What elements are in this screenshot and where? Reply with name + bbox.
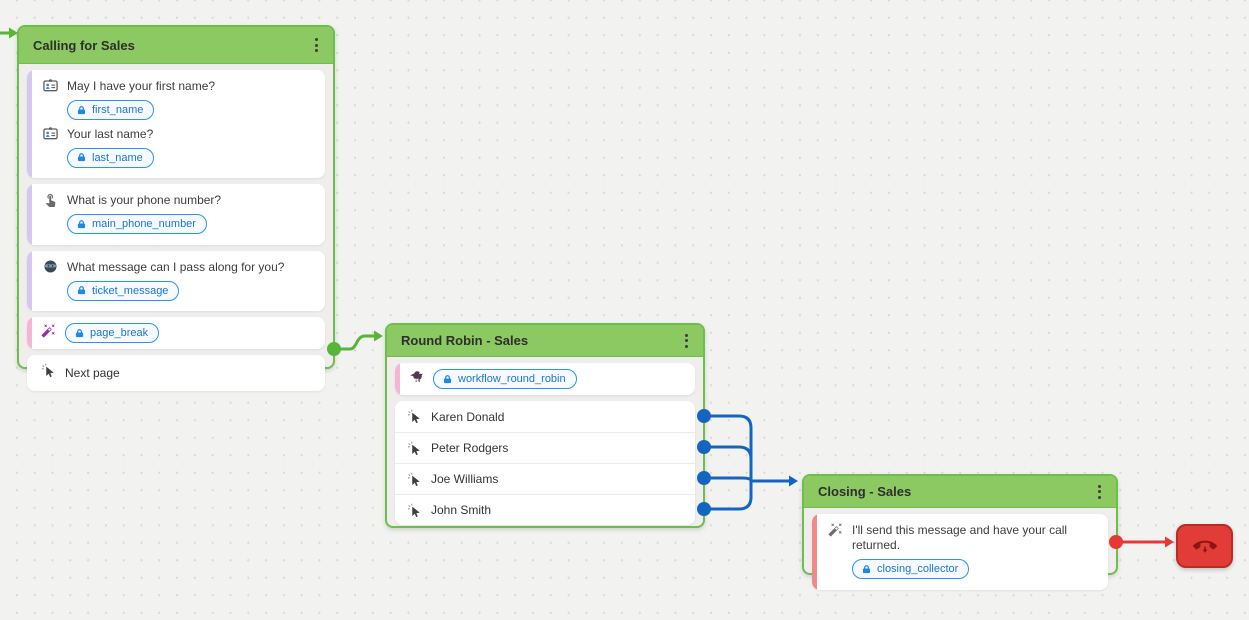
card-accent-bar	[395, 363, 400, 395]
kebab-menu-icon[interactable]	[682, 330, 691, 352]
agent-row-peter-rodgers[interactable]: Peter Rodgers	[395, 432, 695, 463]
card-round-robin-collector[interactable]: workflow_round_robin	[395, 363, 695, 395]
collector-lock-icon	[77, 286, 86, 295]
agent-name: John Smith	[431, 503, 492, 517]
node-roundrobin-header[interactable]: Round Robin - Sales	[387, 325, 703, 357]
click-cursor-icon	[407, 503, 422, 518]
node-calling-for-sales: Calling for Sales May I have your first …	[17, 25, 335, 391]
card-accent-bar	[27, 70, 32, 178]
next-page-row[interactable]: Next page	[27, 355, 325, 391]
arrowhead	[1165, 536, 1174, 548]
collector-chip-label: page_break	[90, 327, 149, 339]
collector-chip-last-name[interactable]: last_name	[67, 147, 154, 168]
output-handle-karen-donald[interactable]	[697, 409, 711, 423]
question-row: What is your phone number?	[43, 193, 315, 208]
question-text: May I have your first name?	[67, 79, 216, 93]
agent-icon	[43, 259, 58, 274]
question-text: What message can I pass along for you?	[67, 259, 285, 274]
node-title: Calling for Sales	[33, 37, 135, 53]
click-cursor-icon	[407, 409, 422, 424]
collector-lock-icon	[862, 564, 871, 573]
arrowhead	[9, 27, 18, 39]
collector-chip-label: closing_collector	[877, 563, 959, 575]
card-accent-bar	[27, 317, 32, 349]
node-closing-body: I'll send this message and have your cal…	[804, 508, 1116, 596]
output-handle-next-page[interactable]	[327, 342, 341, 356]
collector-chip-first-name[interactable]: first_name	[67, 100, 155, 120]
kebab-menu-icon[interactable]	[312, 34, 321, 56]
agent-row-joe-williams[interactable]: Joe Williams	[395, 463, 695, 494]
card-phone-question[interactable]: What is your phone number? main_phone_nu…	[27, 184, 325, 245]
agent-row-john-smith[interactable]: John Smith	[395, 494, 695, 525]
question-row: Your last name?	[43, 127, 315, 142]
collector-lock-icon	[75, 328, 84, 337]
robin-bird-icon	[409, 369, 424, 389]
card-accent-bar	[812, 514, 817, 590]
collector-chip-label: last_name	[92, 151, 143, 164]
node-closing-header[interactable]: Closing - Sales	[804, 476, 1116, 508]
hang-up-phone-icon	[1192, 540, 1217, 553]
node-round-robin-sales: Round Robin - Sales workflow_round_robin…	[385, 323, 705, 528]
output-handle-peter-rodgers[interactable]	[697, 440, 711, 454]
collector-chip-label: ticket_message	[92, 284, 169, 297]
card-page-break[interactable]: page_break	[27, 317, 325, 349]
agent-name: Karen Donald	[431, 409, 505, 424]
question-text: Your last name?	[67, 126, 154, 141]
arrowhead	[374, 330, 383, 342]
output-handle-closing[interactable]	[1109, 535, 1123, 549]
collector-chip-label: main_phone_number	[92, 218, 196, 230]
next-page-label: Next page	[65, 366, 120, 380]
card-closing-message[interactable]: I'll send this message and have your cal…	[812, 514, 1108, 590]
collector-lock-icon	[77, 105, 86, 114]
question-row: What message can I pass along for you?	[43, 260, 315, 275]
collector-chip-phone[interactable]: main_phone_number	[67, 214, 207, 234]
id-badge-icon	[43, 78, 58, 93]
node-calling-header[interactable]: Calling for Sales	[19, 27, 333, 64]
collector-chip-label: workflow_round_robin	[458, 373, 566, 385]
end-call-node[interactable]	[1176, 524, 1233, 568]
collector-lock-icon	[443, 374, 452, 383]
node-title: Round Robin - Sales	[401, 333, 529, 348]
question-row: May I have your first name?	[43, 79, 315, 94]
edge-entry-to-calling[interactable]	[0, 27, 18, 39]
collector-chip-closing[interactable]: closing_collector	[852, 559, 970, 579]
collector-chip-page-break[interactable]: page_break	[65, 323, 160, 343]
agent-list: Karen Donald Peter Rodgers Joe Williams …	[395, 401, 695, 525]
node-calling-body: May I have your first name? first_name Y…	[19, 64, 333, 397]
collector-chip-label: first_name	[92, 104, 144, 116]
node-roundrobin-body: workflow_round_robin Karen Donald Peter …	[387, 357, 703, 531]
click-cursor-icon	[41, 363, 56, 383]
edge-closing-to-endcall[interactable]	[1116, 536, 1174, 548]
question-text: What is your phone number?	[67, 193, 222, 207]
kebab-menu-icon[interactable]	[1095, 481, 1104, 503]
output-handle-john-smith[interactable]	[697, 502, 711, 516]
card-accent-bar	[27, 184, 32, 245]
collector-chip-ticket-message[interactable]: ticket_message	[67, 280, 180, 301]
arrowhead	[789, 475, 798, 487]
agent-row-karen-donald[interactable]: Karen Donald	[395, 401, 695, 432]
node-title: Closing - Sales	[818, 484, 912, 499]
edge-agents-to-closing[interactable]	[704, 414, 798, 511]
node-closing-sales: Closing - Sales I'll send this message a…	[802, 474, 1118, 590]
closing-message-text: I'll send this message and have your cal…	[852, 523, 1068, 552]
collector-lock-icon	[77, 219, 86, 228]
card-accent-bar	[27, 250, 32, 311]
click-cursor-icon	[407, 472, 422, 487]
id-badge-icon	[43, 126, 58, 141]
magic-wand-icon	[41, 323, 56, 343]
click-cursor-icon	[407, 441, 422, 456]
touch-dial-icon	[43, 192, 58, 207]
card-name-questions[interactable]: May I have your first name? first_name Y…	[27, 70, 325, 178]
collector-chip-round-robin[interactable]: workflow_round_robin	[433, 369, 577, 389]
agent-name: Peter Rodgers	[431, 441, 509, 455]
agent-name: Joe Williams	[431, 472, 499, 486]
output-handle-joe-williams[interactable]	[697, 471, 711, 485]
magic-wand-gray-icon	[828, 522, 843, 537]
collector-lock-icon	[77, 153, 86, 162]
card-message-question[interactable]: What message can I pass along for you? t…	[27, 250, 325, 311]
edge-nextpage-to-roundrobin[interactable]	[334, 330, 383, 351]
question-row: I'll send this message and have your cal…	[828, 523, 1098, 553]
